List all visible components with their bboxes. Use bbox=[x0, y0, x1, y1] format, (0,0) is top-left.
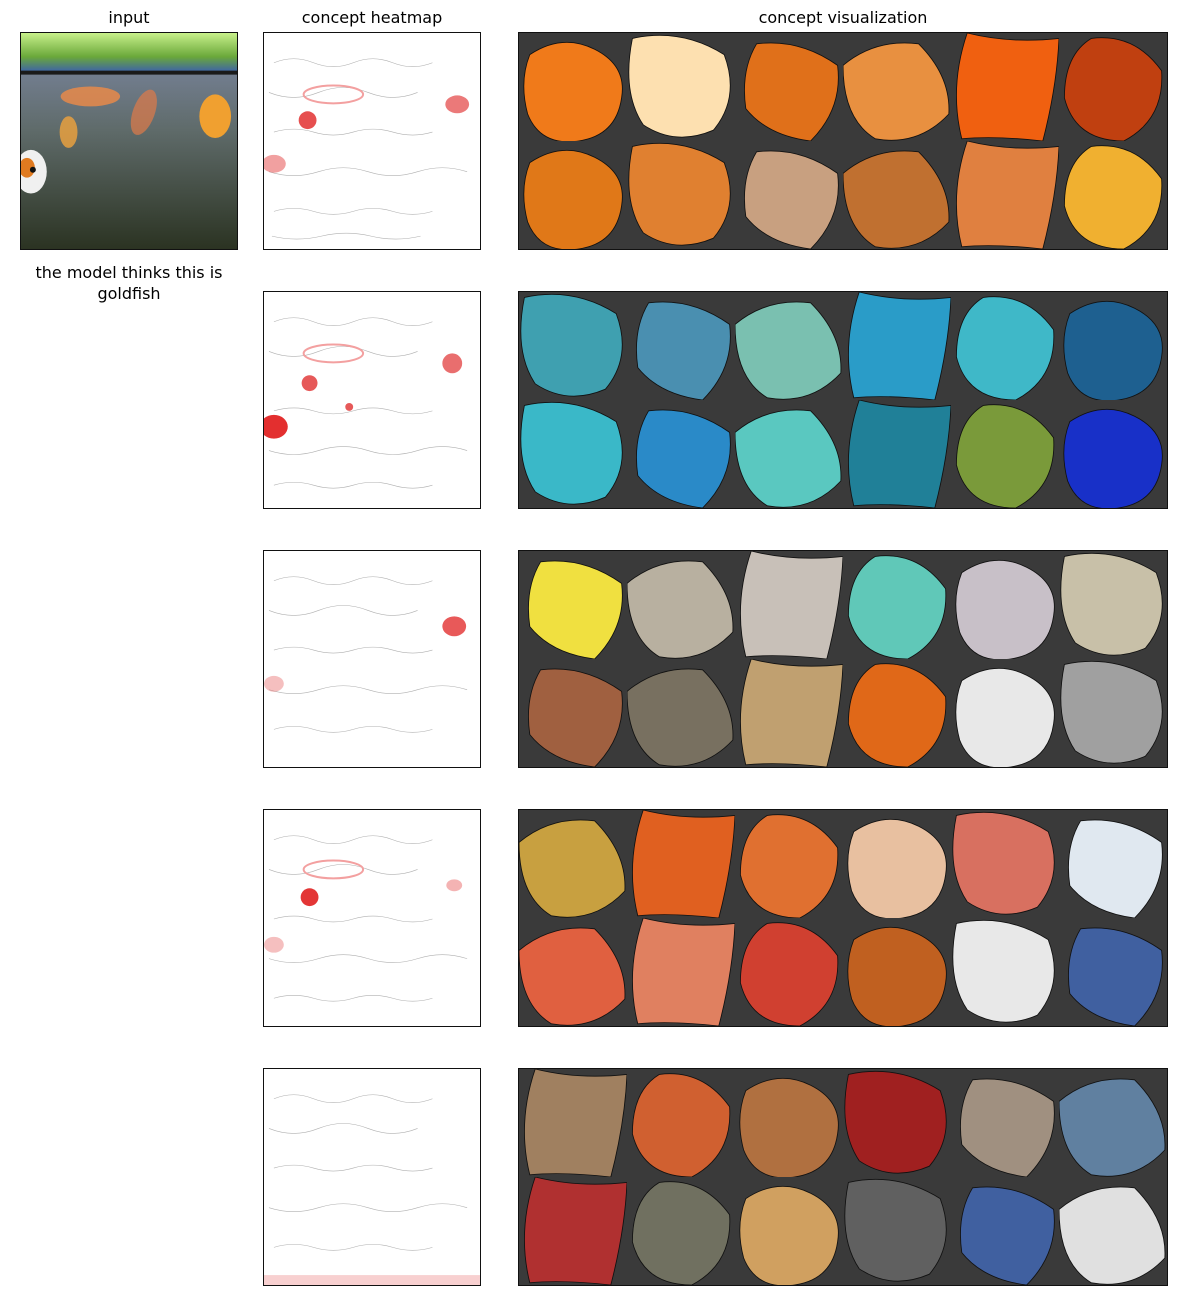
concept-heatmap bbox=[263, 809, 481, 1027]
concept-heatmap bbox=[263, 1068, 481, 1286]
concept-patch-thumbnail bbox=[951, 1177, 1059, 1285]
concept-patch-thumbnail bbox=[627, 33, 735, 141]
concept-patch-thumbnail bbox=[1059, 1069, 1167, 1177]
concept-patch-thumbnail bbox=[843, 551, 951, 659]
column-title-concept-visualization: concept visualization bbox=[758, 8, 928, 27]
concept-patch-thumbnail bbox=[519, 400, 627, 508]
concept-patch-thumbnail bbox=[1059, 659, 1167, 767]
concept-patch-thumbnail bbox=[519, 1069, 627, 1177]
concept-patch-thumbnail bbox=[1059, 551, 1167, 659]
concept-visualization-grid bbox=[518, 550, 1168, 768]
concept-patch-thumbnail bbox=[735, 1069, 843, 1177]
concept-patch-thumbnail bbox=[1059, 141, 1167, 249]
concept-patch-thumbnail bbox=[951, 551, 1059, 659]
concept-patch-thumbnail bbox=[519, 1177, 627, 1285]
concept-patch-thumbnail bbox=[1059, 292, 1167, 400]
concept-visualization-grid bbox=[518, 291, 1168, 509]
concept-visualization-grid bbox=[518, 32, 1168, 250]
concept-patch-thumbnail bbox=[519, 33, 627, 141]
concept-patch-thumbnail bbox=[843, 918, 951, 1026]
concept-patch-thumbnail bbox=[843, 1069, 951, 1177]
concept-patch-thumbnail bbox=[735, 551, 843, 659]
concept-patch-thumbnail bbox=[951, 33, 1059, 141]
concept-patch-thumbnail bbox=[735, 141, 843, 249]
concept-heatmap bbox=[263, 32, 481, 250]
concept-patch-thumbnail bbox=[519, 659, 627, 767]
concept-patch-thumbnail bbox=[627, 141, 735, 249]
concept-patch-thumbnail bbox=[627, 292, 735, 400]
concept-patch-thumbnail bbox=[627, 1069, 735, 1177]
concept-patch-thumbnail bbox=[843, 659, 951, 767]
concept-patch-thumbnail bbox=[1059, 918, 1167, 1026]
concept-patch-thumbnail bbox=[627, 810, 735, 918]
concept-patch-thumbnail bbox=[1059, 1177, 1167, 1285]
concept-patch-thumbnail bbox=[843, 810, 951, 918]
concept-patch-thumbnail bbox=[627, 918, 735, 1026]
concept-patch-thumbnail bbox=[519, 810, 627, 918]
input-image-goldfish-aquarium bbox=[20, 32, 238, 250]
concept-patch-thumbnail bbox=[951, 141, 1059, 249]
concept-patch-thumbnail bbox=[1059, 33, 1167, 141]
concept-visualization-grid bbox=[518, 1068, 1168, 1286]
concept-patch-thumbnail bbox=[843, 1177, 951, 1285]
concept-patch-thumbnail bbox=[951, 400, 1059, 508]
concept-patch-thumbnail bbox=[951, 292, 1059, 400]
concept-patch-thumbnail bbox=[735, 1177, 843, 1285]
concept-heatmap bbox=[263, 291, 481, 509]
concept-patch-thumbnail bbox=[951, 1069, 1059, 1177]
concept-visualization-grid bbox=[518, 809, 1168, 1027]
concept-patch-thumbnail bbox=[1059, 810, 1167, 918]
concept-patch-thumbnail bbox=[951, 810, 1059, 918]
concept-patch-thumbnail bbox=[519, 551, 627, 659]
concept-patch-thumbnail bbox=[735, 659, 843, 767]
column-title-input: input bbox=[108, 8, 150, 27]
concept-patch-thumbnail bbox=[735, 292, 843, 400]
concept-patch-thumbnail bbox=[843, 141, 951, 249]
concept-patch-thumbnail bbox=[627, 1177, 735, 1285]
concept-patch-thumbnail bbox=[843, 33, 951, 141]
concept-patch-thumbnail bbox=[843, 292, 951, 400]
concept-patch-thumbnail bbox=[519, 141, 627, 249]
concept-patch-thumbnail bbox=[735, 918, 843, 1026]
concept-patch-thumbnail bbox=[951, 659, 1059, 767]
concept-patch-thumbnail bbox=[627, 400, 735, 508]
concept-patch-thumbnail bbox=[627, 551, 735, 659]
concept-patch-thumbnail bbox=[735, 810, 843, 918]
concept-patch-thumbnail bbox=[735, 400, 843, 508]
concept-patch-thumbnail bbox=[951, 918, 1059, 1026]
column-title-concept-heatmap: concept heatmap bbox=[301, 8, 443, 27]
concept-heatmap bbox=[263, 550, 481, 768]
concept-patch-thumbnail bbox=[735, 33, 843, 141]
prediction-text: the model thinks this is goldfish bbox=[35, 263, 223, 303]
concept-patch-thumbnail bbox=[519, 292, 627, 400]
concept-patch-thumbnail bbox=[627, 659, 735, 767]
concept-patch-thumbnail bbox=[519, 918, 627, 1026]
concept-patch-thumbnail bbox=[843, 400, 951, 508]
concept-patch-thumbnail bbox=[1059, 400, 1167, 508]
